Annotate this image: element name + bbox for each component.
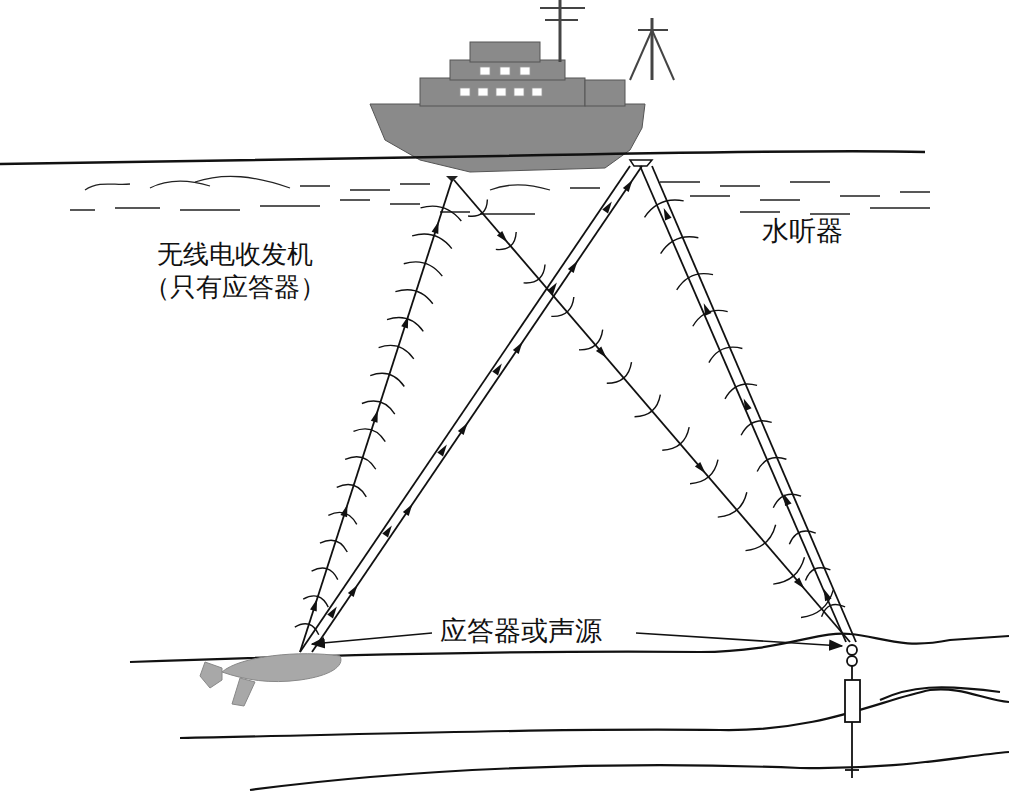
wavefront-arc <box>607 362 632 383</box>
ray-arrowhead <box>437 445 447 457</box>
wavefront-arc <box>362 401 395 414</box>
wavefront-arc <box>370 373 404 386</box>
rov <box>200 654 341 706</box>
wavefront-arc <box>404 262 443 276</box>
ray-arrowhead <box>432 221 439 233</box>
ray-arrowhead <box>547 283 557 295</box>
wavefront-arc <box>789 531 815 544</box>
ship <box>370 0 674 172</box>
wavefront-arc <box>412 234 452 249</box>
ray-arrowhead <box>623 180 633 192</box>
seafloor <box>130 634 1009 790</box>
wavefront-arc <box>822 604 846 616</box>
ray-arrowhead <box>704 303 712 315</box>
ray-arrowhead <box>458 423 468 435</box>
ray-arrowhead <box>497 231 507 242</box>
sea-surface <box>0 151 925 164</box>
wavefront-arc <box>635 395 661 417</box>
ray-arrowhead <box>794 577 804 588</box>
wavefront-arc <box>295 624 319 635</box>
ray-arrowhead <box>568 261 578 273</box>
wavefront-arc <box>353 429 385 442</box>
wavefront-arc <box>709 347 742 362</box>
ray-arrowhead <box>784 494 792 506</box>
wavefront-arc <box>746 525 776 551</box>
wavefront-arc <box>741 421 772 435</box>
acoustic-paths <box>300 166 856 652</box>
ray-arrowhead <box>602 202 612 214</box>
ray-arrowhead <box>492 364 502 376</box>
hydrophone <box>630 160 652 166</box>
wavefront-arc <box>661 237 699 254</box>
transceiver-label: 无线电收发机 （只有应答器） <box>132 238 338 303</box>
wavefront-arc <box>773 494 801 508</box>
wavefront-arc <box>524 264 545 283</box>
wavefront-arc <box>468 199 487 216</box>
ray-arrowhead <box>824 589 832 601</box>
wavefront-arc <box>551 297 574 316</box>
wavefront-arc <box>395 290 432 304</box>
wavefront-arc <box>320 540 347 552</box>
wavefront-arc <box>757 457 786 471</box>
ray-arrowhead <box>310 599 317 611</box>
source-label: 应答器或声源 <box>436 614 606 648</box>
wavefront-arc <box>421 206 462 221</box>
ray-arrowhead <box>371 410 378 422</box>
ray-arrowhead <box>348 585 358 597</box>
waves <box>70 176 930 214</box>
ray-arrowhead <box>596 346 606 357</box>
wavefront-arc <box>379 345 414 359</box>
ray-arrowhead <box>382 526 392 538</box>
wavefront-arc <box>312 568 338 580</box>
wavefront-arc <box>805 568 830 581</box>
wavefront-arc <box>677 274 713 290</box>
ray-arrowhead <box>513 342 523 354</box>
wavefront-arc <box>690 460 718 484</box>
wavefront-arc <box>725 384 757 399</box>
transponder-mooring <box>845 645 860 778</box>
wavefront-arc <box>662 427 689 450</box>
ray-arrowhead <box>664 208 672 220</box>
wavefronts <box>295 199 845 634</box>
wavefront-arc <box>801 590 833 618</box>
ray-arrowhead <box>401 316 408 328</box>
ray-arrowhead <box>403 504 413 516</box>
wavefront-arc <box>337 485 367 497</box>
wavefront-arc <box>718 492 747 517</box>
wavefront-arc <box>579 330 603 350</box>
wavefront-arc <box>345 457 376 470</box>
ray-arrowhead <box>340 505 347 517</box>
ray-arrowhead <box>695 462 705 473</box>
hydrophone-label: 水听器 <box>762 214 843 248</box>
arrowheads <box>310 180 832 618</box>
ray-arrowhead <box>327 607 337 619</box>
ray-arrowhead <box>744 398 752 410</box>
